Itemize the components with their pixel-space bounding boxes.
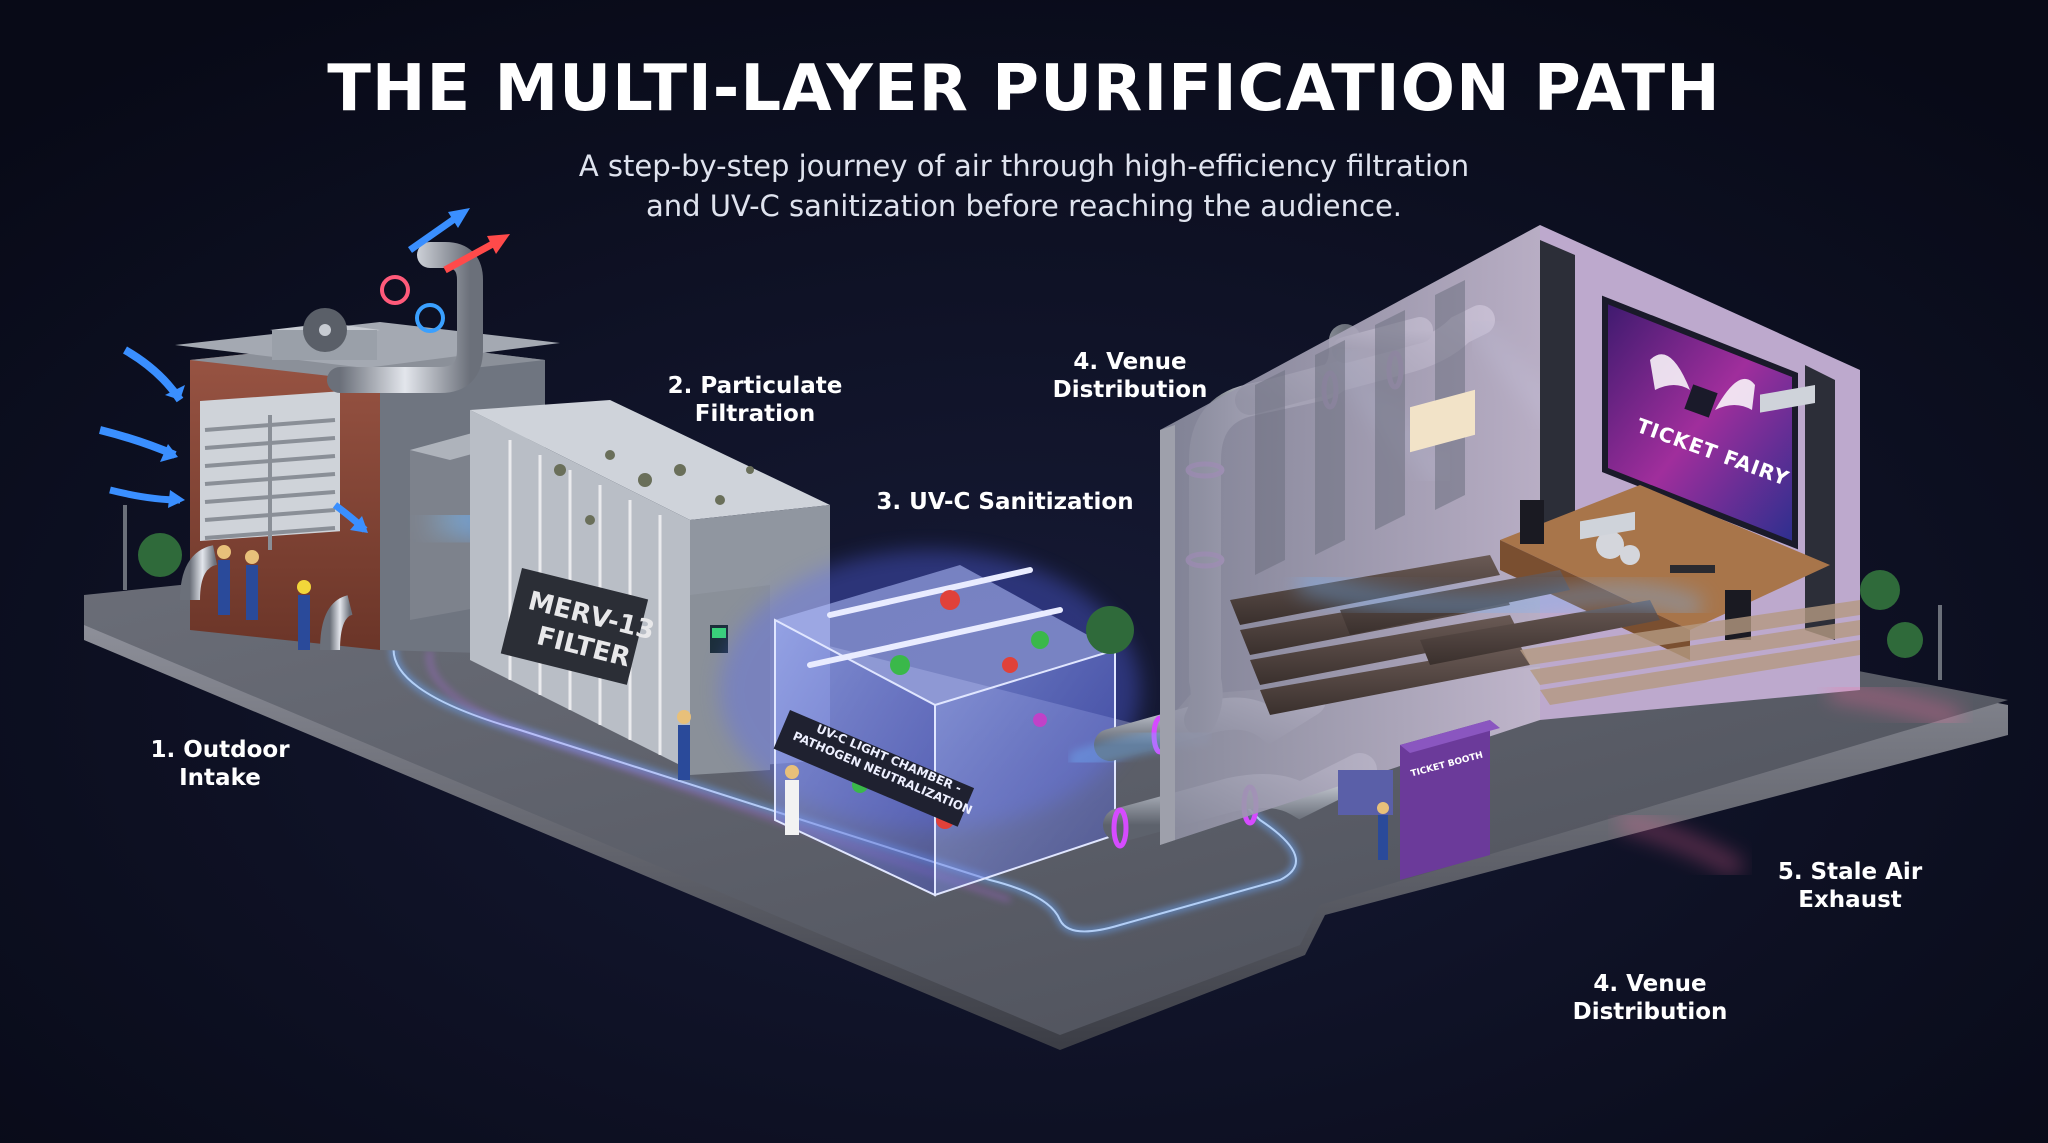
tree: [138, 533, 182, 577]
step-label-outdoor-intake: 1. Outdoor Intake: [130, 736, 310, 792]
tree-right: [1860, 570, 1900, 610]
step4a-line1: 4. Venue: [1073, 349, 1187, 375]
step-label-venue-distribution-top: 4. Venue Distribution: [1030, 348, 1230, 404]
scientist: [785, 780, 799, 835]
subtitle-line2: and UV-C sanitization before reaching th…: [645, 189, 1403, 223]
step4b-line1: 4. Venue: [1593, 971, 1707, 997]
technician: [678, 725, 690, 780]
merv-filter-sign: [500, 568, 649, 685]
page-subtitle: A step-by-step journey of air through hi…: [0, 146, 2048, 226]
step3-line1: 3. UV-C Sanitization: [876, 489, 1134, 515]
step2-line2: Filtration: [694, 401, 816, 427]
step-label-stale-air-exhaust: 5. Stale Air Exhaust: [1750, 858, 1950, 914]
intake-airflow-arrows: [99, 208, 510, 533]
step1-line1: 1. Outdoor: [150, 737, 290, 763]
step4a-line2: Distribution: [1052, 377, 1208, 403]
left-curtain: [1540, 240, 1575, 540]
venue-screen: [1602, 295, 1798, 550]
right-curtain: [1805, 365, 1835, 640]
visitor: [1378, 815, 1388, 860]
uv-chamber: [677, 550, 1140, 897]
step2-line1: 2. Particulate: [667, 373, 843, 399]
ticket-booth: [1338, 389, 1500, 880]
step5-line2: Exhaust: [1798, 887, 1902, 913]
step1-line2: Intake: [179, 765, 261, 791]
roof-fan-unit: [270, 308, 380, 360]
page-title: THE MULTI-LAYER PURIFICATION PATH: [327, 52, 1721, 126]
step5-line1: 5. Stale Air: [1777, 859, 1923, 885]
venue-building: [1160, 225, 1964, 879]
step-label-particulate-filtration: 2. Particulate Filtration: [650, 372, 860, 428]
step-label-uvc-sanitization: 3. UV-C Sanitization: [870, 488, 1140, 516]
exhaust-vents: [1580, 384, 1815, 540]
step4b-line2: Distribution: [1572, 999, 1728, 1025]
uv-chamber-sign: [773, 710, 975, 827]
intake-louvers: [200, 391, 340, 550]
subtitle-line1: A step-by-step journey of air through hi…: [578, 149, 1470, 183]
step-label-venue-distribution-bottom: 4. Venue Distribution: [1545, 970, 1755, 1026]
roof-pipes: [327, 228, 483, 393]
workers-group: [217, 545, 311, 650]
